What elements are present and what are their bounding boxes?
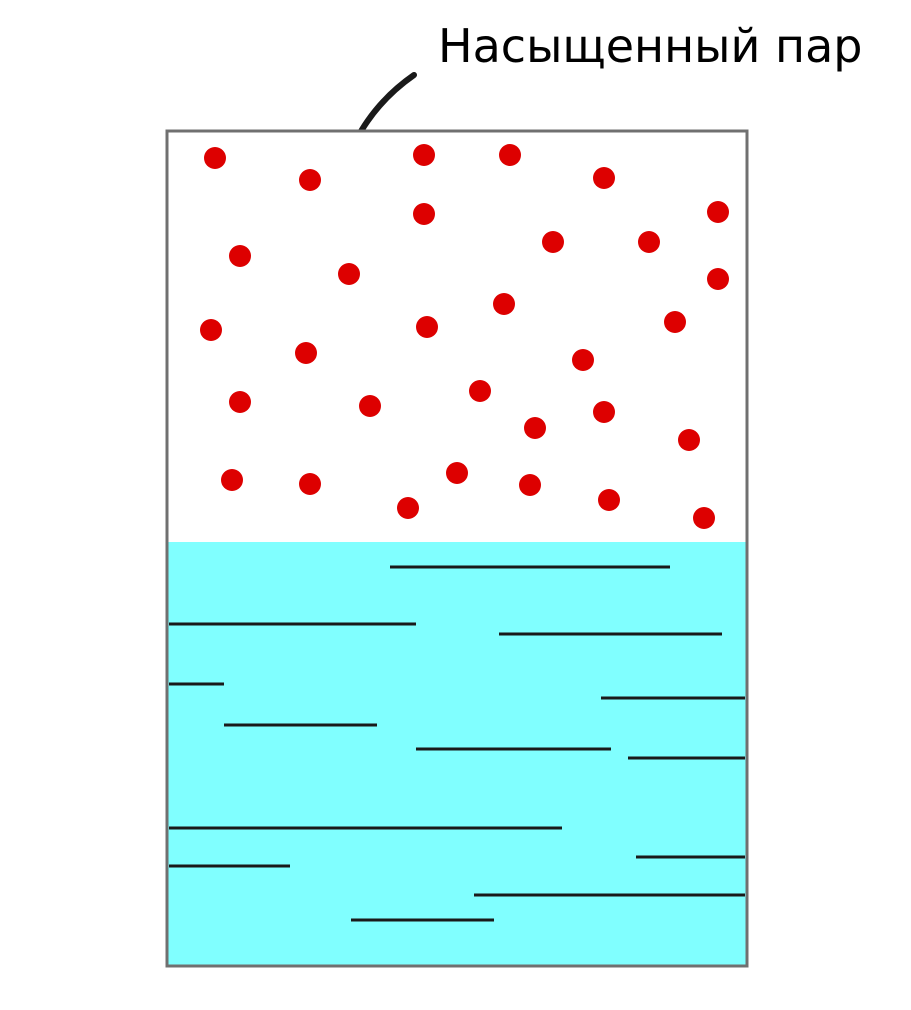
vapor-molecule — [299, 169, 321, 191]
vapor-molecule — [229, 245, 251, 267]
vapor-molecule — [204, 147, 226, 169]
vapor-molecules — [200, 144, 729, 529]
diagram-label: Насыщенный пар — [438, 19, 862, 73]
vapor-molecule — [542, 231, 564, 253]
vapor-molecule — [469, 380, 491, 402]
vapor-molecule — [221, 469, 243, 491]
vapor-molecule — [446, 462, 468, 484]
vapor-molecule — [638, 231, 660, 253]
vapor-molecule — [295, 342, 317, 364]
liquid-region — [167, 542, 747, 966]
vapor-molecule — [359, 395, 381, 417]
vapor-molecule — [707, 268, 729, 290]
vapor-molecule — [593, 167, 615, 189]
vapor-molecule — [416, 316, 438, 338]
vapor-molecule — [519, 474, 541, 496]
vapor-molecule — [598, 489, 620, 511]
vapor-molecule — [664, 311, 686, 333]
vapor-molecule — [493, 293, 515, 315]
vapor-molecule — [707, 201, 729, 223]
vapor-molecule — [524, 417, 546, 439]
vapor-molecule — [299, 473, 321, 495]
vessel — [165, 129, 749, 968]
vapor-molecule — [200, 319, 222, 341]
vapor-molecule — [572, 349, 594, 371]
vapor-molecule — [678, 429, 700, 451]
vapor-molecule — [593, 401, 615, 423]
vapor-molecule — [413, 203, 435, 225]
vapor-molecule — [693, 507, 715, 529]
vapor-molecule — [499, 144, 521, 166]
vapor-molecule — [397, 497, 419, 519]
vapor-molecule — [338, 263, 360, 285]
vapor-molecule — [229, 391, 251, 413]
vessel-border — [165, 129, 749, 968]
vapor-molecule — [413, 144, 435, 166]
liquid-streaks — [169, 565, 745, 922]
